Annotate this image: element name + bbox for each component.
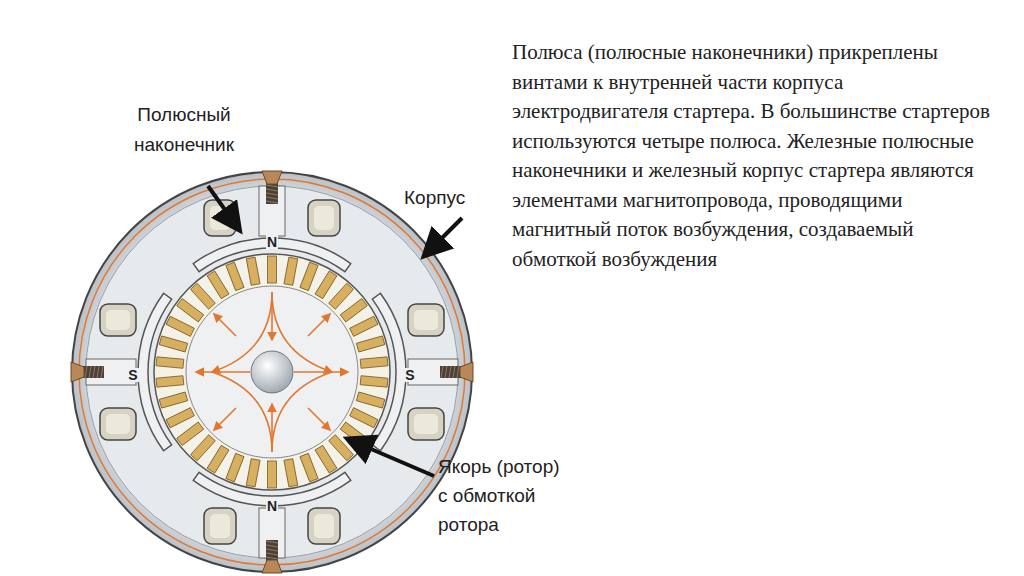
pole-body <box>259 186 285 236</box>
armature-slot <box>207 271 229 299</box>
field-coil-face <box>106 414 130 434</box>
armature-slot <box>360 357 388 368</box>
screw-thread <box>266 545 278 547</box>
armature-slot <box>166 408 194 428</box>
field-coil <box>408 304 444 336</box>
housing-inner <box>86 186 458 558</box>
leader-arrows <box>208 186 462 476</box>
screw-thread <box>449 366 451 378</box>
pole-letter: N <box>266 235 278 249</box>
field-coil-face <box>314 206 334 230</box>
armature-slot <box>356 392 384 408</box>
armature-slot <box>356 336 384 352</box>
shaft <box>251 351 293 393</box>
armature-slot <box>207 445 229 473</box>
screw-thread <box>85 366 87 378</box>
part-label: Якорь (ротор) с обмоткой ротора <box>438 452 568 539</box>
armature-slot <box>246 459 260 487</box>
armature-slot <box>156 376 184 387</box>
armature-slot <box>315 445 337 473</box>
armature-slot <box>166 316 194 336</box>
field-coil <box>100 408 136 440</box>
housing-outer <box>72 172 472 572</box>
screw-thread <box>266 557 278 559</box>
description-text: Полюса (полюсные наконечники) прикреплен… <box>512 38 1002 274</box>
screw-thread <box>97 366 99 378</box>
armature-slot <box>246 257 260 285</box>
armature-slot <box>350 316 378 336</box>
armature-slot <box>268 256 277 283</box>
screw-thread <box>266 189 278 191</box>
armature-slot <box>329 435 354 461</box>
pole-letter: N <box>266 499 278 513</box>
screw-thread <box>266 193 278 195</box>
screw-head <box>71 362 84 382</box>
armature-slot <box>340 299 367 322</box>
armature-slot <box>268 461 277 488</box>
armature-slot <box>329 283 354 309</box>
armature-slot <box>284 459 298 487</box>
armature-slot <box>159 336 187 352</box>
pole-screw <box>266 182 278 204</box>
armature-slot <box>300 262 318 290</box>
screw-thread <box>441 366 443 378</box>
armature-slot <box>350 408 378 428</box>
armature-slot <box>315 271 337 299</box>
armature-slot <box>177 299 204 322</box>
armature-slot <box>360 376 388 387</box>
screw-thread <box>266 201 278 203</box>
screw-head <box>262 560 282 573</box>
flux-lines <box>196 292 348 452</box>
screw-thread <box>266 541 278 543</box>
pole-screw <box>266 540 278 562</box>
armature-slot <box>226 453 244 481</box>
armature-slot <box>159 392 187 408</box>
screw-head <box>262 171 282 184</box>
field-coil-face <box>414 414 438 434</box>
armature-slot <box>226 262 244 290</box>
field-coil <box>100 304 136 336</box>
screw-thread <box>266 185 278 187</box>
housing-flux-line <box>79 179 465 565</box>
armature-core <box>186 286 358 458</box>
field-coil <box>204 508 236 544</box>
screw-thread <box>457 366 459 378</box>
pole-letter: S <box>404 368 415 382</box>
pole-screw <box>440 366 462 378</box>
armature <box>154 254 390 490</box>
screw-thread <box>93 366 95 378</box>
field-coil-face <box>210 514 230 538</box>
part-label: Корпус <box>404 186 494 210</box>
pole-screw <box>82 366 104 378</box>
screw-thread <box>266 197 278 199</box>
armature-slot <box>191 283 216 309</box>
pole-letter: S <box>127 368 138 382</box>
field-coil-face <box>414 310 438 330</box>
armature-slot <box>177 422 204 445</box>
field-coil <box>308 508 340 544</box>
screw-head <box>460 362 473 382</box>
armature-slot <box>284 257 298 285</box>
field-coil-face <box>314 514 334 538</box>
screw-thread <box>101 366 103 378</box>
screw-thread <box>89 366 91 378</box>
screw-thread <box>453 366 455 378</box>
poles <box>71 171 473 573</box>
field-coil <box>408 408 444 440</box>
armature-slot <box>300 453 318 481</box>
armature-slot <box>156 357 184 368</box>
field-coil <box>308 200 340 236</box>
armature-slot <box>191 435 216 461</box>
field-coil-face <box>106 310 130 330</box>
part-label: Полюсный наконечник <box>104 100 264 160</box>
pole-body <box>259 508 285 558</box>
screw-thread <box>445 366 447 378</box>
screw-thread <box>266 553 278 555</box>
armature-slots <box>156 256 388 488</box>
screw-thread <box>266 549 278 551</box>
